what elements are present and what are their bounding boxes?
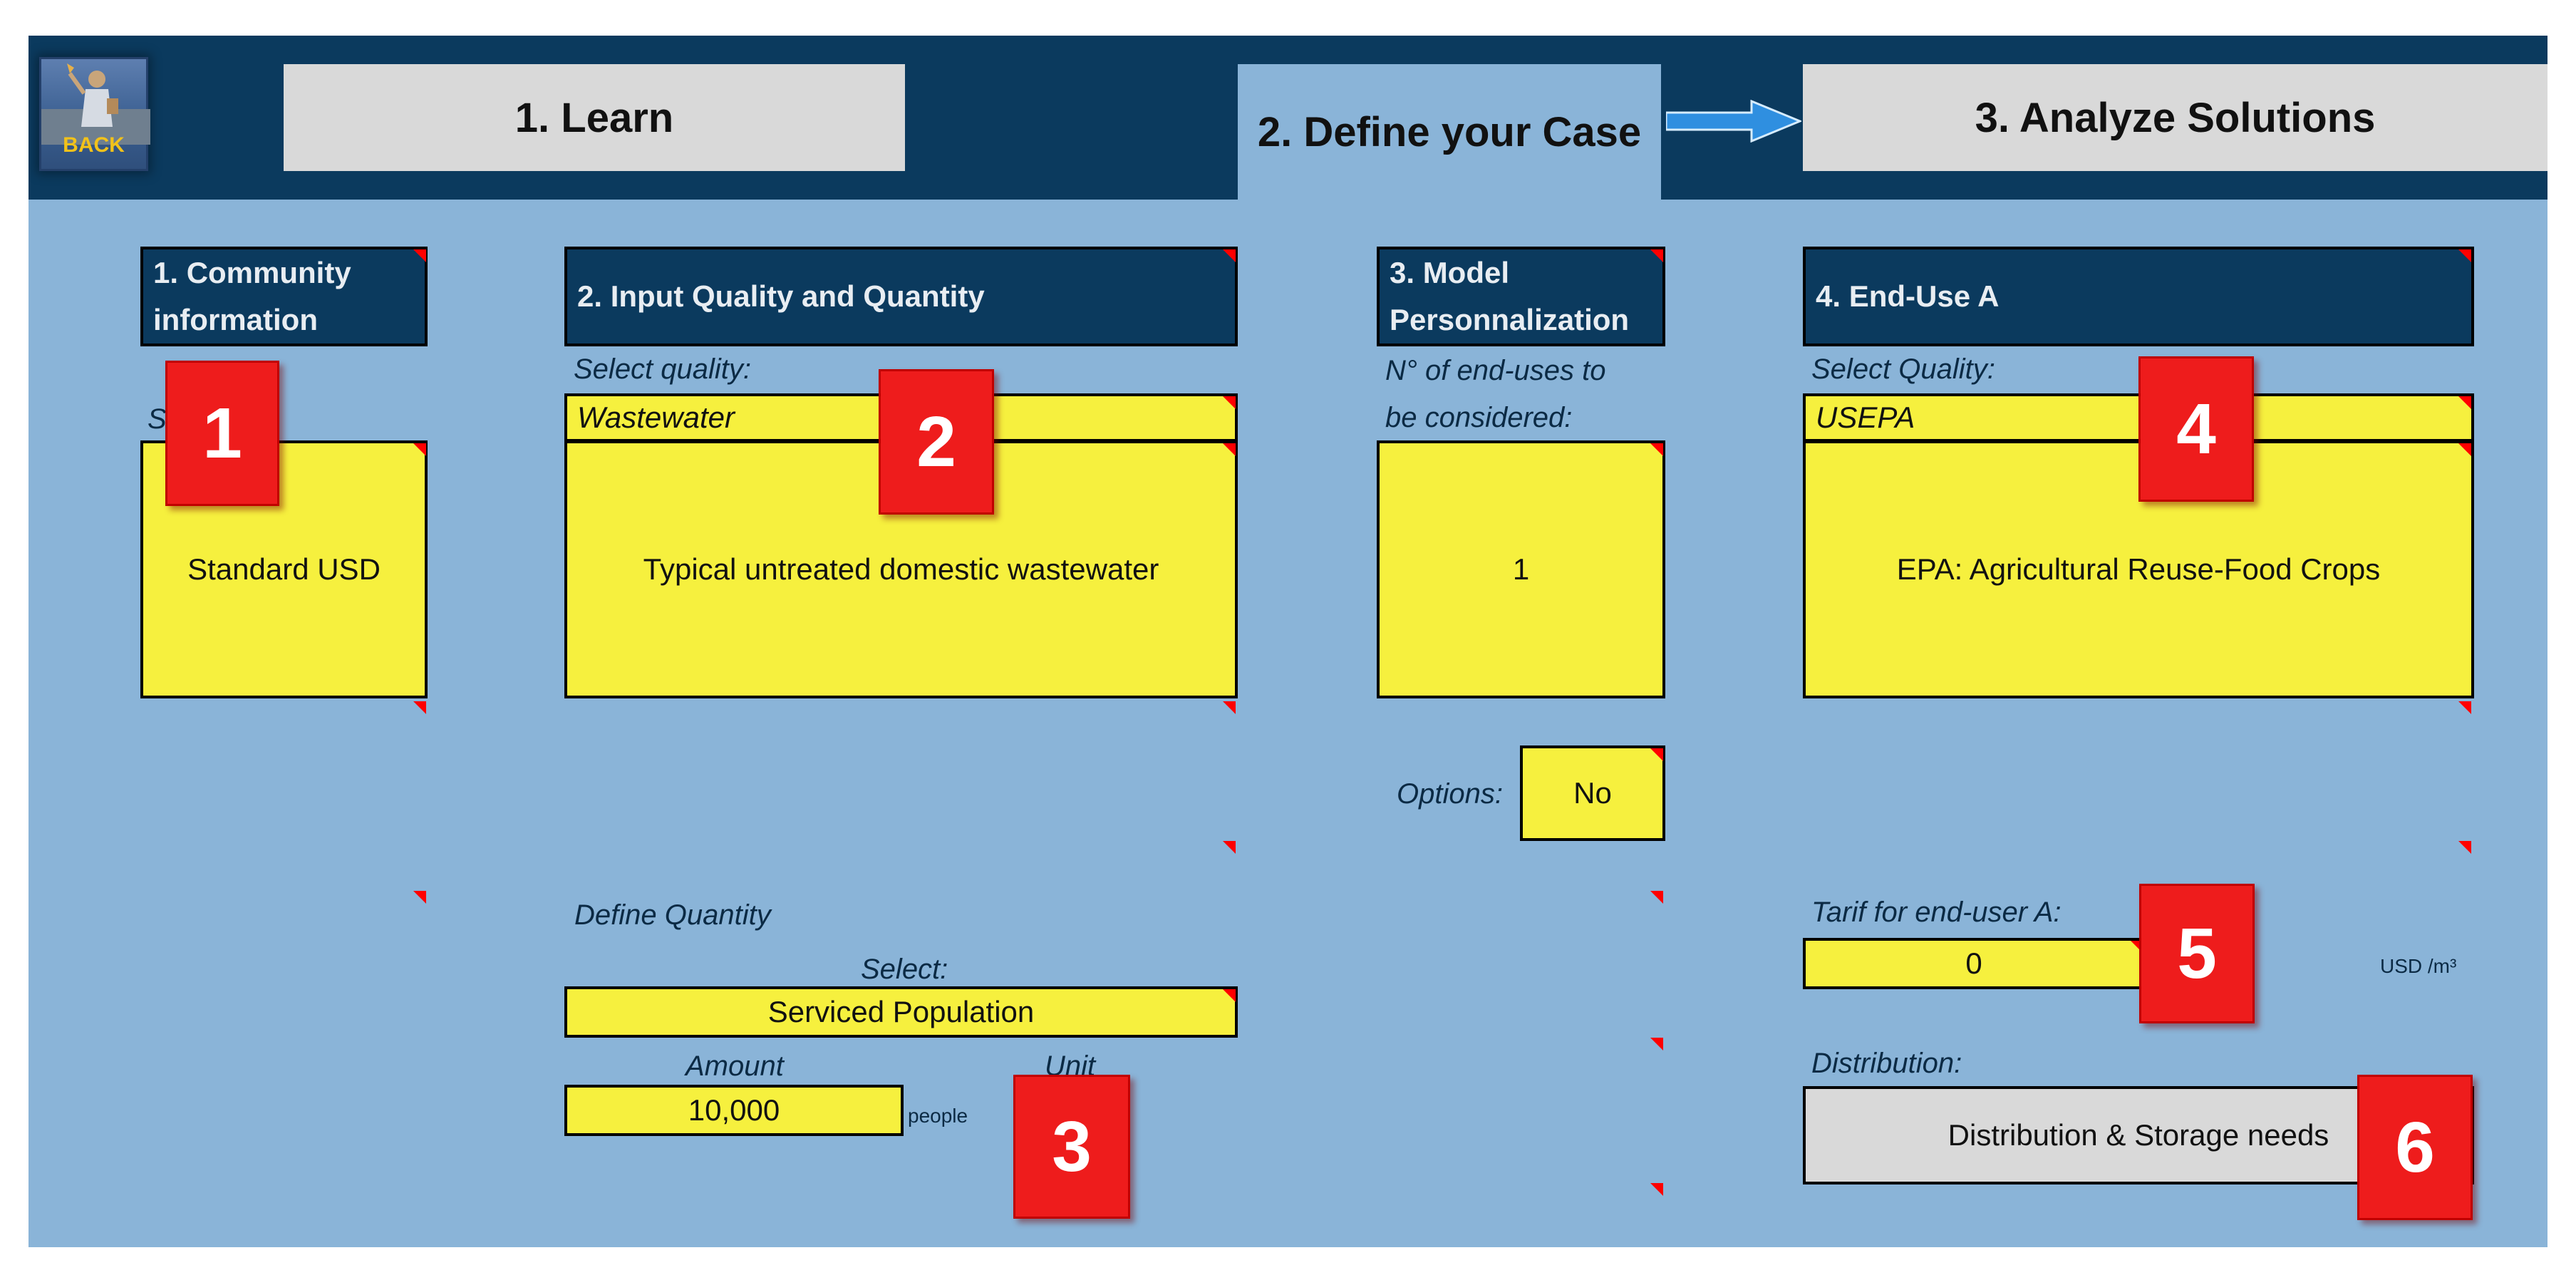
options-label: Options: [1397, 778, 1503, 810]
enduses-label-line2: be considered: [1385, 402, 1573, 433]
step-badge-6: 6 [2357, 1075, 2473, 1220]
define-quantity-label: Define Quantity [574, 899, 771, 931]
input-quality-description: Typical untreated domestic wastewater [564, 440, 1238, 698]
comment-marker-icon [2458, 841, 2471, 854]
input-quality-header: 2. Input Quality and Quantity [564, 247, 1238, 346]
options-select[interactable]: No [1520, 745, 1665, 841]
step-badge-2: 2 [879, 369, 994, 515]
step-badge-5: 5 [2139, 884, 2255, 1023]
comment-marker-icon [2458, 701, 2471, 714]
tab-analyze-solutions[interactable]: 3. Analyze Solutions [1803, 64, 2547, 171]
comment-marker-icon [1223, 841, 1236, 854]
distribution-label: Distribution: [1811, 1048, 1962, 1079]
comment-marker-icon [413, 701, 426, 714]
arrow-right-icon [1666, 100, 1801, 143]
comment-marker-icon [413, 891, 426, 904]
comment-marker-icon [1650, 443, 1663, 456]
comment-marker-icon [2458, 443, 2471, 456]
comment-marker-icon [2458, 249, 2471, 262]
select-quality-label: Select quality: [574, 353, 752, 385]
enduses-count-input[interactable]: 1 [1377, 440, 1665, 698]
comment-marker-icon [1650, 1183, 1663, 1196]
comment-marker-icon [1650, 748, 1663, 761]
comment-marker-icon [413, 249, 426, 262]
main-panel [29, 200, 2547, 1247]
comment-marker-icon [1650, 249, 1663, 262]
step-badge-1: 1 [165, 361, 279, 506]
tariff-input[interactable]: 0 [1803, 938, 2145, 989]
tab-define-your-case[interactable]: 2. Define your Case [1238, 64, 1661, 200]
step-badge-3: 3 [1013, 1075, 1130, 1219]
comment-marker-icon [1223, 443, 1236, 456]
model-personnalization-header: 3. Model Personnalization [1377, 247, 1665, 346]
comment-marker-icon [2458, 396, 2471, 409]
quantity-select-label: Select: [861, 954, 948, 985]
enduse-a-header: 4. End-Use A [1803, 247, 2474, 346]
amount-label: Amount [686, 1051, 784, 1082]
back-button[interactable]: BACK [39, 57, 150, 171]
community-header: 1. Community information [140, 247, 428, 346]
amount-input[interactable]: 10,000 [564, 1085, 904, 1136]
comment-marker-icon [413, 443, 426, 456]
tariff-unit: USD /m³ [2380, 955, 2457, 977]
comment-marker-icon [1223, 396, 1236, 409]
comment-marker-icon [1650, 891, 1663, 904]
enduses-label-line1: N° of end-uses to [1385, 355, 1606, 386]
step-badge-4: 4 [2138, 356, 2254, 502]
enduse-select-quality-label: Select Quality: [1811, 353, 1995, 385]
tab-learn[interactable]: 1. Learn [284, 64, 905, 171]
comment-marker-icon [1223, 701, 1236, 714]
quantity-type-select[interactable]: Serviced Population [564, 986, 1238, 1038]
comment-marker-icon [1223, 249, 1236, 262]
back-label: BACK [63, 133, 125, 157]
unit-value: people [908, 1105, 968, 1127]
tariff-label: Tarif for end-user A: [1811, 897, 2062, 928]
statue-icon [41, 63, 150, 145]
comment-marker-icon [1223, 989, 1236, 1002]
comment-marker-icon [1650, 1038, 1663, 1051]
